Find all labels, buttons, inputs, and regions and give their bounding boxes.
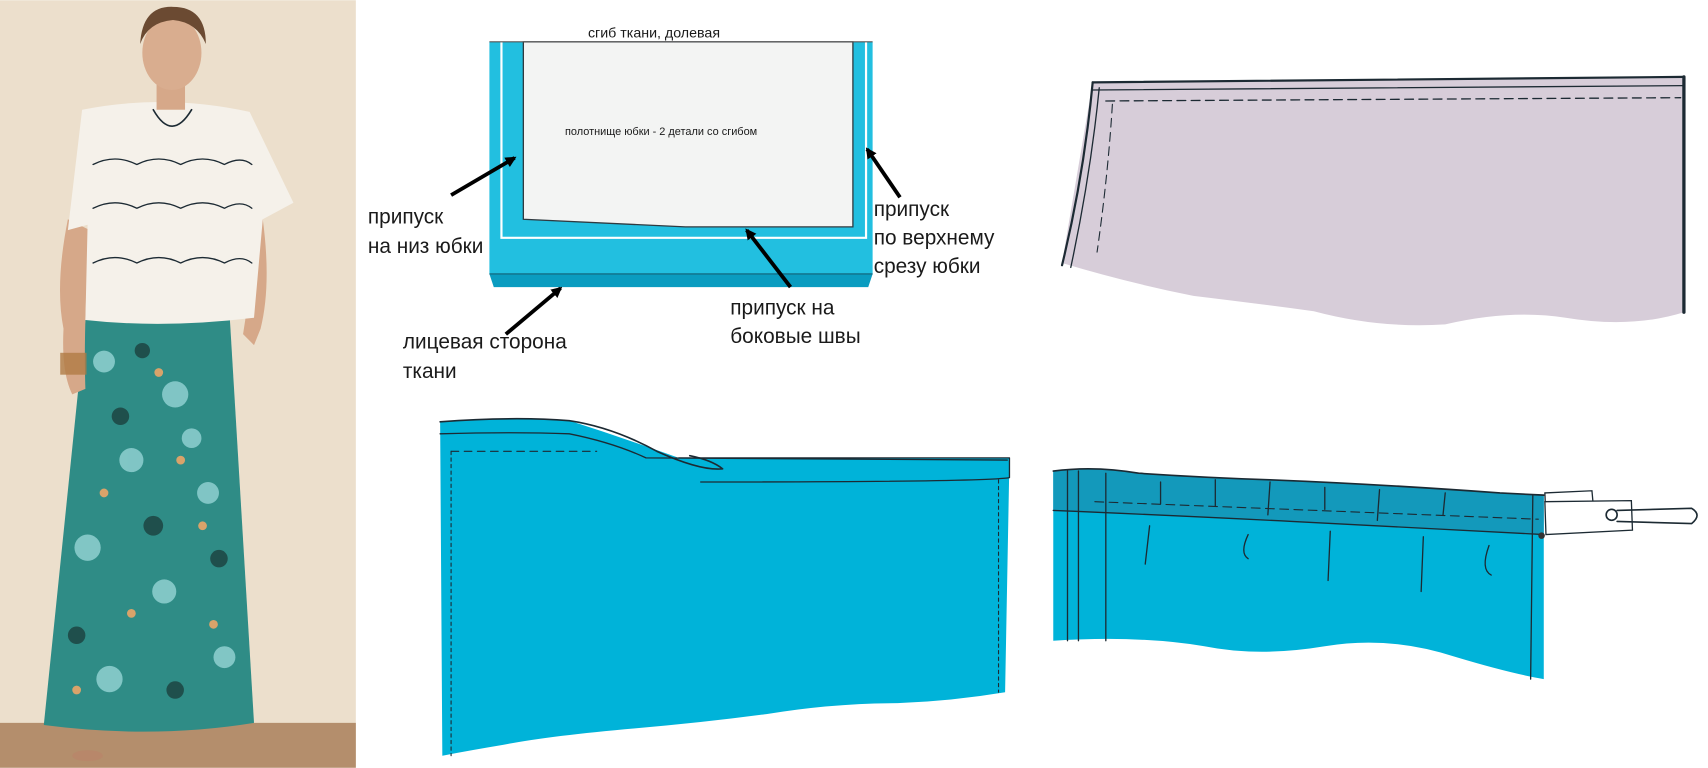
svg-text:по верхнему: по верхнему [874, 226, 995, 249]
side-seam-allowance-label: припуск на боковые швы [730, 296, 860, 347]
svg-text:ткани: ткани [403, 360, 457, 383]
svg-text:боковые швы: боковые швы [730, 325, 860, 348]
hem-allowance-label: припуск на низ юбки [368, 206, 483, 259]
svg-text:припуск: припуск [368, 206, 444, 229]
arrow-icon [450, 156, 517, 197]
safety-pin-icon [1605, 507, 1698, 525]
right-side-label: лицевая сторона ткани [403, 330, 567, 383]
waist-allowance-label: припуск по верхнему срезу юбки [874, 198, 995, 278]
svg-text:на низ юбки: на низ юбки [368, 235, 483, 258]
panel-label: полотнище юбки - 2 детали со сгибом [565, 126, 757, 138]
svg-text:припуск: припуск [874, 198, 950, 221]
arrow-icon [865, 147, 902, 199]
arrow-icon [745, 228, 793, 289]
step-elastic-with-pin [1052, 467, 1698, 680]
svg-text:припуск на: припуск на [730, 296, 835, 319]
cutting-layout-diagram: сгиб ткани, долевая полотнище юбки - 2 д… [368, 25, 995, 383]
arrow-icon [504, 286, 563, 336]
step-folded-waist-casing [439, 417, 1011, 757]
model-photo [0, 0, 356, 768]
step-side-seam-panel [1060, 75, 1686, 326]
fold-label: сгиб ткани, долевая [588, 25, 720, 41]
svg-text:срезу юбки: срезу юбки [874, 255, 981, 278]
svg-text:лицевая сторона: лицевая сторона [403, 330, 567, 353]
